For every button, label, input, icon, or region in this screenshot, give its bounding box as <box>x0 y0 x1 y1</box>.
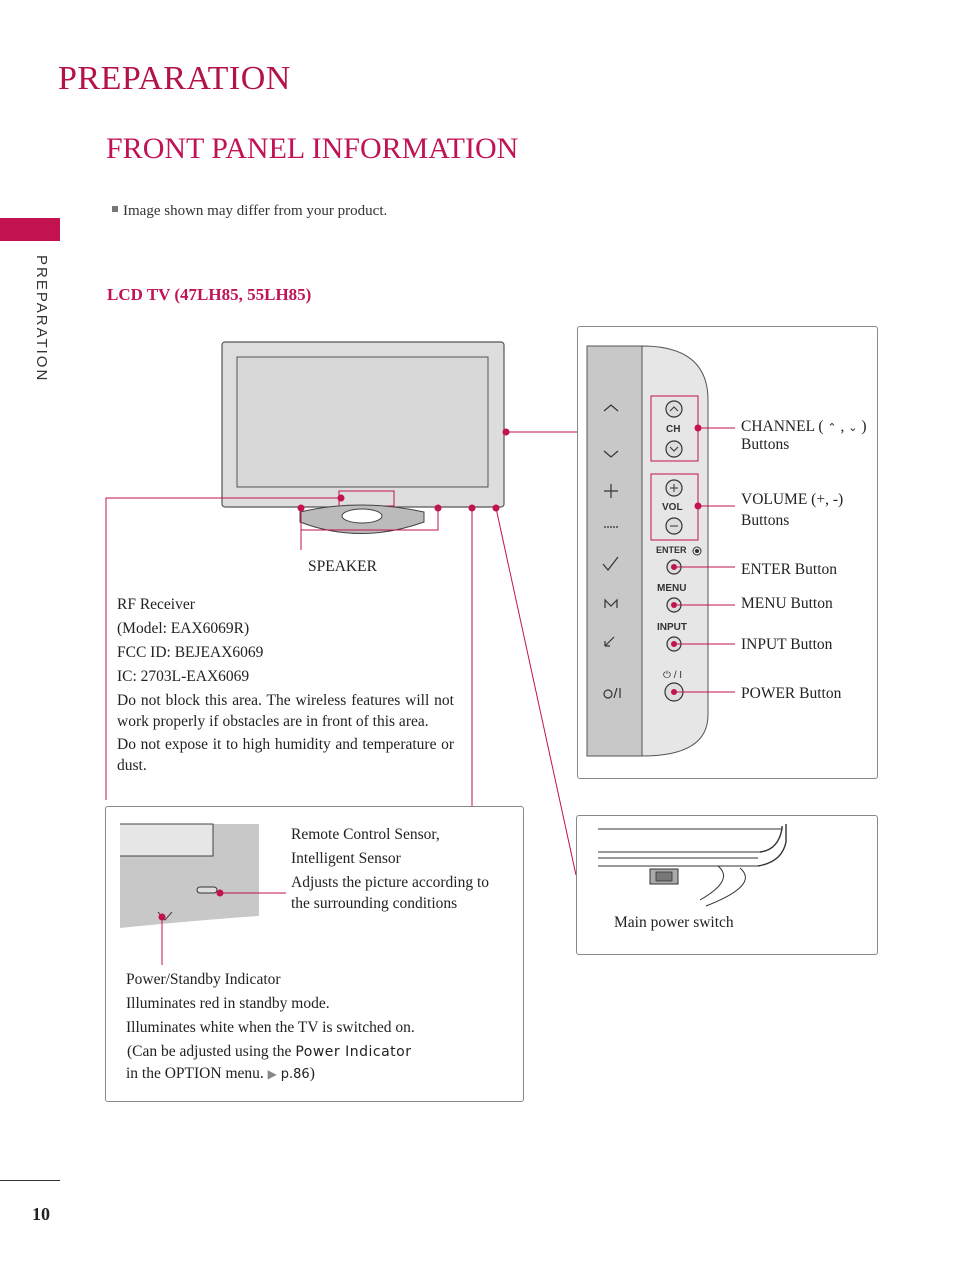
indicator-line-2: Illuminates white when the TV is switche… <box>126 1019 415 1036</box>
indicator-line-3: (Can be adjusted using the Power Indicat… <box>127 1041 411 1063</box>
ch-text: CH <box>666 424 681 435</box>
rf-warning-1: Do not block this area. The wireless fea… <box>117 692 454 730</box>
speaker-label: SPEAKER <box>308 558 377 575</box>
input-button-label: INPUT Button <box>741 636 833 653</box>
power-indicator-option: Power Indicator <box>295 1044 412 1060</box>
indicator-line-1: Illuminates red in standby mode. <box>126 995 330 1012</box>
stand-neck <box>341 508 383 524</box>
enter-glyph <box>602 556 619 571</box>
rf-info: RF Receiver (Model: EAX6069R) FCC ID: BE… <box>117 594 454 776</box>
enter-button-label: ENTER Button <box>741 561 838 578</box>
sensor-desc: Adjusts the picture according to the sur… <box>291 874 490 912</box>
arrow-right-icon: ▶ <box>267 1067 277 1081</box>
page-number: 10 <box>32 1204 50 1224</box>
channel-buttons-label: Buttons <box>741 436 790 453</box>
volume-buttons-label: Buttons <box>741 512 790 529</box>
rf-warning-2: Do not expose it to high humidity and te… <box>117 736 454 774</box>
indicator-line-3-text: (Can be adjusted using the <box>127 1043 292 1060</box>
ch-down-glyph <box>603 450 619 458</box>
channel-label-text: CHANNEL ( <box>741 418 824 435</box>
side-panel-bezel <box>586 345 643 757</box>
ch-up-glyph <box>603 404 619 412</box>
tv-screen <box>236 356 489 488</box>
chevron-up-icon: ⌃ <box>827 421 837 434</box>
sensor-window <box>196 886 218 894</box>
main-power-switch-label: Main power switch <box>614 914 734 931</box>
rf-receiver-title: RF Receiver <box>117 596 195 613</box>
sensor-title-2: Intelligent Sensor <box>291 850 401 867</box>
menu-glyph <box>604 598 618 608</box>
power-glyph <box>603 689 613 699</box>
chevron-down-icon: ⌄ <box>848 421 858 434</box>
indicator-title: Power/Standby Indicator <box>126 971 281 988</box>
bullet-icon <box>112 206 118 212</box>
section-title: PREPARATION <box>58 60 291 97</box>
page-rule <box>0 1180 60 1181</box>
side-label: PREPARATION <box>33 255 50 383</box>
vol-up-glyph <box>604 484 618 498</box>
ch-up-button <box>665 400 683 418</box>
menu-text: MENU <box>657 583 687 594</box>
indicator-line-4-text: in the OPTION menu. <box>126 1065 264 1082</box>
volume-label: VOLUME (+, -) <box>741 491 844 508</box>
power-switch-box <box>576 815 878 955</box>
screen-corner <box>120 823 214 857</box>
vol-text: VOL <box>662 502 683 513</box>
side-panel-edge <box>641 345 709 757</box>
indicator-line-4-close: ) <box>309 1065 315 1082</box>
side-tab-marker <box>0 218 60 241</box>
menu-button-label: MENU Button <box>741 595 833 612</box>
channel-label: CHANNEL ( ⌃ , ⌄ ) <box>741 418 867 435</box>
page-reference-link[interactable]: p.86 <box>280 1067 310 1082</box>
image-note: Image shown may differ from your product… <box>112 203 387 220</box>
rf-fcc: FCC ID: BEJEAX6069 <box>117 644 264 661</box>
input-text: INPUT <box>657 622 687 633</box>
power-button-label: POWER Button <box>741 685 842 702</box>
rf-ic: IC: 2703L-EAX6069 <box>117 668 250 685</box>
ch-down-button <box>665 440 683 458</box>
rf-model: (Model: EAX6069R) <box>117 620 250 637</box>
power-text: ⏻ / I <box>663 670 683 681</box>
page-title: FRONT PANEL INFORMATION <box>106 132 519 165</box>
indicator-line-4: in the OPTION menu. ▶ p.86) <box>126 1063 315 1086</box>
channel-label-close: ) <box>861 418 867 435</box>
image-note-text: Image shown may differ from your product… <box>123 203 388 219</box>
enter-text: ENTER <box>656 545 687 555</box>
sensor-title-1: Remote Control Sensor, <box>291 826 440 843</box>
model-heading: LCD TV (47LH85, 55LH85) <box>107 285 312 304</box>
rf-dot <box>337 494 345 502</box>
input-glyph <box>604 636 615 647</box>
